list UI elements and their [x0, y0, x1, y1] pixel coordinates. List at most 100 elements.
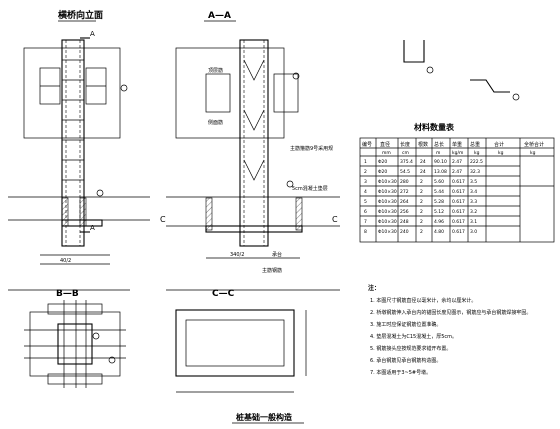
table-cell: 2 — [420, 209, 423, 215]
table-cell: 2 — [420, 199, 423, 205]
table-cell: Φ10×30 — [378, 219, 397, 225]
table-cell: 272 — [400, 189, 409, 195]
table-cell: 0.617 — [452, 199, 465, 205]
aa-label-top: 顶层筋 — [208, 67, 223, 74]
table-cell: 375.4 — [400, 159, 413, 165]
pier-cap-outline — [23, 47, 121, 139]
note-5: 5. 钢筋接头应按规范要求错开布置。 — [370, 345, 451, 352]
table-cell: 0.617 — [452, 189, 465, 195]
table-cell: 5.28 — [434, 199, 444, 205]
rebar-shape-1 — [403, 40, 425, 63]
section-aa-title: A—A — [208, 11, 231, 21]
th-8: 全桥合计 — [524, 141, 544, 148]
aa-label-side: 侧面筋 — [208, 119, 223, 126]
note-2: 2. 桥墩钢筋伸入承台内的锚固长度见图示，钢筋应与承台钢筋焊接牢固。 — [370, 309, 531, 316]
th-2: 长度 — [400, 141, 410, 148]
table-cell: 2 — [364, 169, 367, 175]
table-cell: 3.0 — [470, 229, 477, 235]
section-bb-title: B—B — [56, 289, 79, 299]
tu-4: m — [436, 151, 440, 156]
table-cell: Φ20 — [378, 169, 387, 175]
drawing-title: 桩基础一般构造 — [236, 412, 292, 422]
elevation-view: 横桥向立面 A A 40/2 — [8, 9, 150, 291]
section-mark-a-top: A — [90, 30, 95, 38]
table-cell: 256 — [400, 209, 409, 215]
bb-column — [57, 323, 93, 365]
aa-side-mark-right: C — [332, 215, 338, 224]
table-cell: 3.4 — [470, 189, 477, 195]
section-aa-view: A—A 顶层筋 侧面筋 主筋箍筋9号采用规 5cm混凝土垫层 C C 340/2… — [160, 11, 340, 291]
table-cell: 24 — [420, 169, 426, 175]
cc-outer — [175, 309, 295, 377]
dim-label-elev: 40/2 — [60, 258, 71, 264]
table-cell: 5.60 — [434, 179, 444, 185]
th-4: 总长 — [434, 141, 444, 148]
th-6: 总重 — [470, 141, 480, 148]
table-cell: Φ10×30 — [378, 229, 397, 235]
table-cell: 2 — [420, 179, 423, 185]
table-cell: 24 — [420, 159, 426, 165]
section-bb-view: B—B — [24, 289, 126, 388]
notes-heading: 注： — [368, 284, 380, 292]
th-0: 编号 — [362, 141, 372, 148]
section-cc-title: C—C — [212, 289, 235, 299]
tu-1: mm — [382, 151, 391, 156]
table-cell: 2 — [420, 229, 423, 235]
rebar-shape-2 — [470, 79, 510, 93]
note-6: 6. 承台钢筋见承台钢筋构造图。 — [370, 357, 441, 364]
table-cell: 3 — [364, 179, 367, 185]
material-table: 材料数量表 编号 直径 长度 根数 总长 — [359, 122, 555, 243]
aa-cap-label: 承台 — [272, 251, 282, 258]
table-cell: 90.10 — [434, 159, 447, 165]
elevation-title: 横桥向立面 — [58, 9, 103, 21]
aa-bottom-plate: 5cm混凝土垫层 — [292, 185, 328, 192]
table-cell: 222.5 — [470, 159, 483, 165]
section-mark-a-bottom: A — [90, 224, 95, 232]
dim-label-aa: 340/2 — [230, 252, 244, 258]
table-cell: 240 — [400, 229, 409, 235]
th-1: 直径 — [380, 141, 390, 148]
note-3: 3. 施工时应保证钢筋位置准确。 — [370, 321, 441, 328]
aa-rebar-block-right — [273, 73, 299, 113]
th-3: 根数 — [418, 141, 428, 148]
table-cell: 4.96 — [434, 219, 444, 225]
note-7: 7. 本图适用于3~5#号墩。 — [370, 369, 431, 376]
note-1: 1. 本图尺寸钢筋直径以毫米计，余均以厘米计。 — [370, 297, 476, 304]
table-cell: 32.3 — [470, 169, 480, 175]
aa-column — [239, 39, 269, 247]
table-cell: 248 — [400, 219, 409, 225]
rebar-shapes — [403, 40, 520, 101]
table-cell: 4.80 — [434, 229, 444, 235]
table-cell: 264 — [400, 199, 409, 205]
tu-5: kg/m — [452, 150, 463, 156]
table-cell: 0.617 — [452, 229, 465, 235]
table-cell: 2 — [420, 189, 423, 195]
table-cell: 5.12 — [434, 209, 444, 215]
table-cell: 280 — [400, 179, 409, 185]
table-title: 材料数量表 — [414, 122, 455, 132]
aa-side-mark-left: C — [160, 215, 166, 224]
table-cell: 0.617 — [452, 219, 465, 225]
tu-2: cm — [402, 151, 409, 156]
pier-column — [61, 39, 85, 247]
table-cell: 3.2 — [470, 209, 477, 215]
table-cell: Φ10×30 — [378, 199, 397, 205]
aa-cap-outline — [175, 47, 285, 139]
table-cell: 3.5 — [470, 179, 477, 185]
section-cc-view: C—C — [175, 289, 307, 393]
table-cell: 13.08 — [434, 169, 447, 175]
cc-inner — [185, 319, 285, 367]
aa-main-reinf: 主筋箍筋9号采用规 — [290, 145, 333, 152]
th-7: 合计 — [494, 141, 504, 148]
table-cell: 7 — [364, 219, 367, 225]
tu-8: kg — [530, 150, 536, 156]
table-cell: 2 — [420, 219, 423, 225]
table-border — [359, 137, 555, 243]
table-cell: 3.1 — [470, 219, 477, 225]
table-cell: 4 — [364, 189, 367, 195]
table-cell: 6 — [364, 209, 367, 215]
tu-6: kg — [474, 150, 480, 156]
bb-outer — [29, 311, 121, 377]
